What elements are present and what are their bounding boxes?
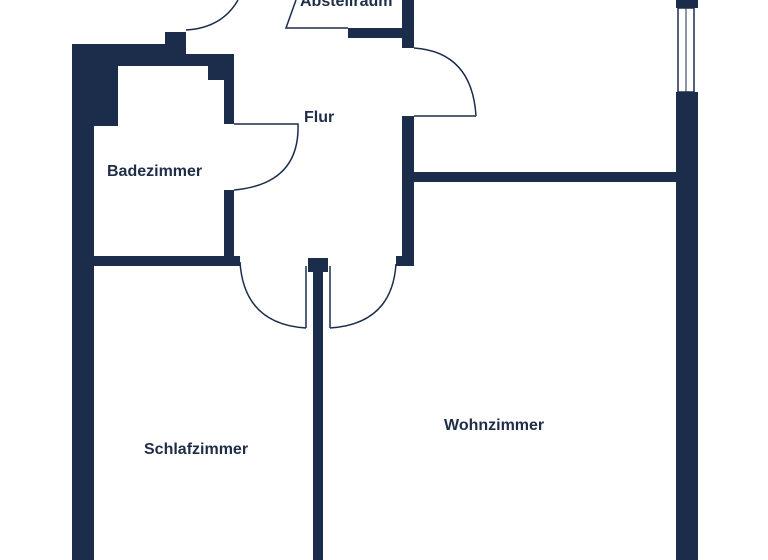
label-abstellraum: Abstellraum — [300, 0, 392, 10]
wall-partition-long — [313, 270, 323, 560]
wall-east-lower — [676, 92, 698, 560]
wall-top-stub — [165, 32, 186, 56]
wall-bath-corner — [94, 64, 118, 126]
wall-bath-top — [94, 54, 234, 66]
wall-partition — [308, 258, 328, 272]
wall-living-north — [412, 172, 682, 182]
walls — [72, 0, 698, 560]
label-flur: Flur — [304, 109, 334, 126]
label-badezimmer: Badezimmer — [107, 163, 202, 180]
door-hall-east-arc — [413, 47, 477, 117]
wall-storage-bottom — [348, 28, 412, 38]
wall-hall-east-upper — [402, 116, 414, 176]
wall-bath-east-lower — [224, 190, 234, 264]
door-bedroom-arc — [239, 261, 307, 329]
wall-hall-east-lower — [402, 172, 414, 266]
door-living-arc — [329, 263, 397, 329]
wall-east-top — [676, 0, 698, 8]
door-storage — [284, 0, 348, 29]
label-schlafzimmer: Schlafzimmer — [144, 441, 248, 458]
wall-west — [72, 44, 94, 560]
wall-bath-east-upper — [224, 54, 234, 124]
wall-storage-east — [402, 0, 414, 48]
wall-hall-south-stub — [396, 256, 414, 266]
label-wohnzimmer: Wohnzimmer — [444, 417, 544, 434]
wall-bath-south — [94, 256, 240, 266]
door-entrance-arc — [185, 0, 239, 31]
door-bath-arc — [233, 123, 299, 191]
window-east — [677, 7, 695, 93]
doors — [185, 0, 477, 329]
